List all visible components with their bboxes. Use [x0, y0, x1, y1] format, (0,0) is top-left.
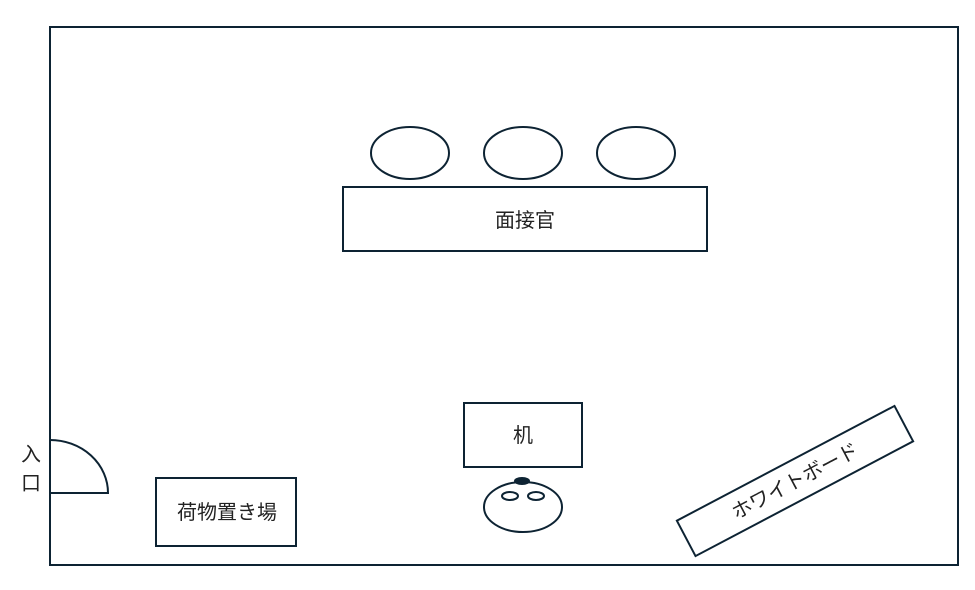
whiteboard	[675, 404, 915, 558]
interviewers-label: 面接官	[495, 208, 555, 232]
whiteboard-label: ホワイトボード	[727, 438, 862, 525]
entrance-label-1: 入	[21, 442, 41, 466]
desk	[463, 402, 583, 468]
desk-label: 机	[513, 423, 533, 447]
interviewer-seat-1	[370, 126, 450, 180]
interviewee-eye-left	[501, 491, 519, 501]
interviewer-seat-3	[596, 126, 676, 180]
luggage-label: 荷物置き場	[177, 500, 277, 524]
luggage-area	[155, 477, 297, 547]
interviewee-eye-right	[527, 491, 545, 501]
interviewee-head	[483, 481, 563, 533]
entrance-door-swing	[49, 439, 110, 494]
interviewee-hair	[514, 477, 530, 485]
entrance-label-2: 口	[21, 471, 41, 495]
interviewer-table	[342, 186, 708, 252]
interviewer-seat-2	[483, 126, 563, 180]
room-outline	[49, 26, 959, 566]
